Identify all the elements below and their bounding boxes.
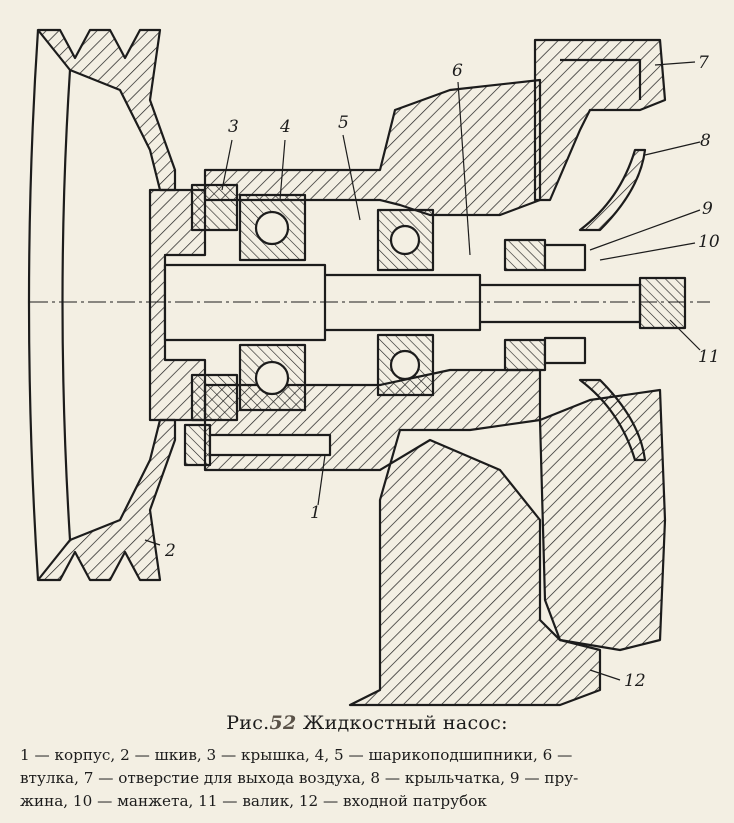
callout-11: 11 [698, 347, 720, 367]
seal-assembly [190, 183, 587, 422]
callout-4: 4 [279, 117, 291, 137]
callout-8: 8 [700, 131, 711, 151]
caption-prefix: Рис. [226, 712, 270, 734]
figure-legend: 1 — корпус, 2 — шкив, 3 — крышка, 4, 5 —… [20, 744, 720, 813]
callout-12: 12 [624, 671, 646, 691]
callout-3: 3 [228, 117, 239, 137]
legend-line: 1 — корпус, 2 — шкив, 3 — крышка, 4, 5 —… [20, 746, 573, 764]
ball-bearings [238, 193, 435, 412]
callout-1: 1 [310, 503, 321, 523]
callout-labels: 1 2 3 4 5 6 7 8 9 10 11 12 [164, 53, 720, 691]
callout-9: 9 [702, 199, 713, 219]
legend-line: втулка, 7 — отверстие для выхода воздуха… [20, 769, 579, 787]
caption-title: Жидкостный насос: [302, 712, 508, 734]
callout-6: 6 [452, 61, 463, 81]
pulley-section [27, 28, 207, 582]
callout-7: 7 [698, 53, 709, 73]
callout-2: 2 [164, 541, 176, 561]
figure-caption: Рис.52 Жидкостный насос: [0, 712, 734, 734]
callout-5: 5 [338, 113, 349, 133]
pump-cross-section-drawing: 1 2 3 4 5 6 7 8 9 10 11 12 [27, 28, 720, 707]
legend-line: жина, 10 — манжета, 11 — валик, 12 — вхо… [20, 792, 487, 810]
callout-10: 10 [698, 232, 720, 252]
impeller [578, 148, 647, 462]
caption-number: 52 [269, 712, 297, 734]
